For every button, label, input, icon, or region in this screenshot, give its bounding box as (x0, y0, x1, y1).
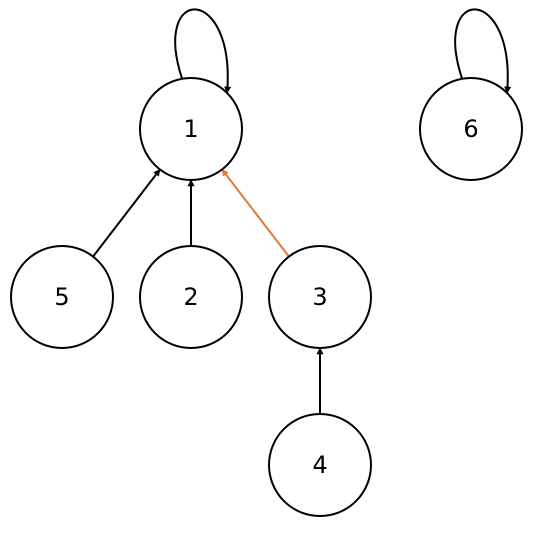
node-4[interactable]: 4 (268, 413, 372, 517)
edge-3-to-1 (221, 168, 290, 258)
node-5-label: 5 (54, 283, 69, 311)
node-4-label: 4 (312, 451, 327, 479)
node-2-circle (139, 245, 243, 349)
node-2[interactable]: 2 (139, 245, 243, 349)
node-6-circle (419, 77, 523, 181)
node-2-label: 2 (183, 283, 198, 311)
edge-5-to-1 (92, 168, 161, 258)
node-1-label: 1 (183, 115, 198, 143)
node-1[interactable]: 1 (139, 77, 243, 181)
node-5-circle (10, 245, 114, 349)
edges-layer (92, 8, 512, 414)
node-1-circle (139, 77, 243, 181)
node-6[interactable]: 6 (419, 77, 523, 181)
node-3-label: 3 (312, 283, 327, 311)
node-6-label: 6 (463, 115, 478, 143)
node-3[interactable]: 3 (268, 245, 372, 349)
edge-6-to-6 (454, 8, 512, 94)
node-3-circle (268, 245, 372, 349)
node-5[interactable]: 5 (10, 245, 114, 349)
edge-1-to-1 (174, 8, 232, 94)
node-4-circle (268, 413, 372, 517)
